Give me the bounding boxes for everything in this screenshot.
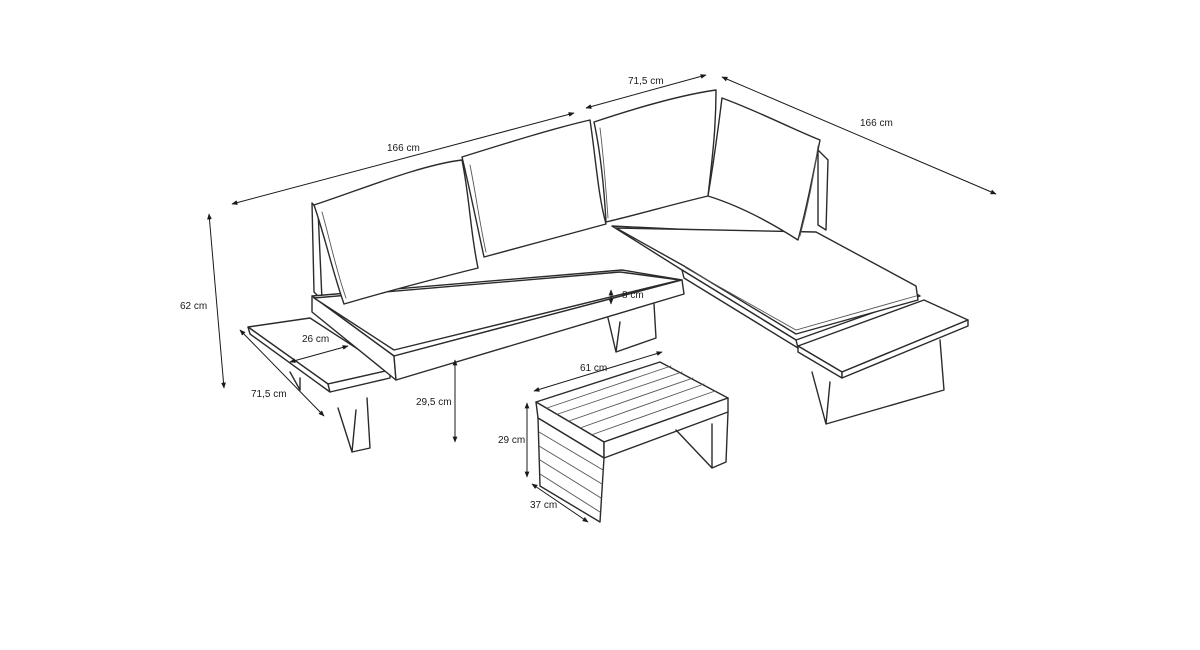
left-side-table-front	[327, 369, 391, 393]
left-seat-base-side	[393, 279, 685, 381]
right-back-frame	[817, 149, 829, 231]
label-right-length: 166 cm	[860, 118, 893, 129]
left-back-cushion-1	[313, 159, 479, 305]
label-seat-cushion: 8 cm	[622, 290, 644, 301]
coffee-table-leg	[675, 411, 729, 469]
dim-side-depth	[239, 329, 325, 417]
left-front-leg	[337, 397, 371, 453]
label-corner-depth: 71,5 cm	[628, 76, 664, 87]
dim-table-depth	[531, 483, 589, 523]
dimension-labels: 166 cm 71,5 cm 166 cm 62 cm 26 cm 8 cm 2…	[180, 76, 893, 511]
left-side-table-leg	[289, 371, 301, 391]
left-back-cushion-2	[461, 119, 607, 258]
right-back-cushion-3	[593, 89, 717, 223]
right-chaise-cushion	[615, 227, 919, 335]
left-middle-leg	[607, 303, 657, 353]
label-armrest-width: 26 cm	[302, 334, 329, 345]
dimension-lines	[207, 74, 997, 523]
label-table-height: 29 cm	[498, 435, 525, 446]
coffee-table	[535, 361, 729, 523]
dim-table-length	[533, 351, 663, 392]
right-chaise-front	[681, 269, 799, 349]
label-table-depth: 37 cm	[530, 500, 557, 511]
label-left-length: 166 cm	[387, 143, 420, 154]
label-seat-height: 29,5 cm	[416, 397, 452, 408]
dim-corner-depth	[585, 74, 707, 109]
label-table-length: 61 cm	[580, 363, 607, 374]
dim-total-height	[207, 213, 226, 389]
right-back-cushion-4	[707, 97, 821, 241]
label-total-height: 62 cm	[180, 301, 207, 312]
right-front-leg	[811, 339, 945, 425]
right-side-table-side	[841, 319, 969, 379]
left-seat-cushion	[313, 271, 681, 351]
dim-left-length	[231, 112, 575, 205]
label-side-depth: 71,5 cm	[251, 389, 287, 400]
dim-right-length	[721, 76, 997, 195]
